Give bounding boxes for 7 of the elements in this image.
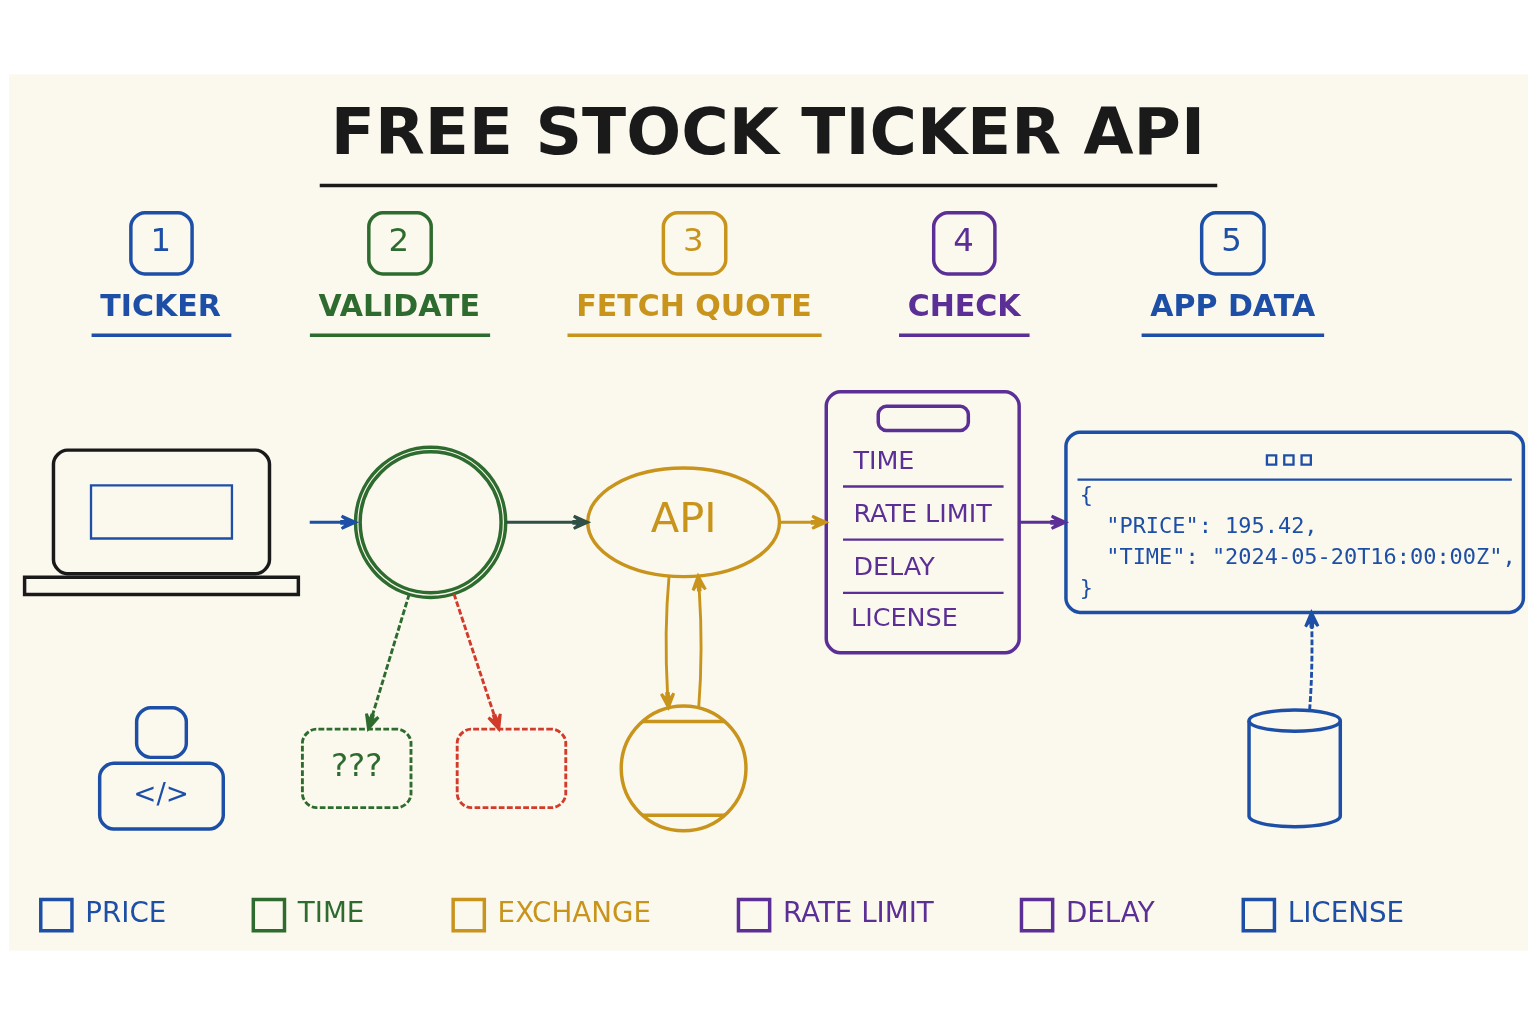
label: LICENSE: [1287, 895, 1404, 929]
label: PRICE: [84, 895, 166, 929]
label: DELAY: [1065, 895, 1155, 929]
label: TIME: [297, 895, 364, 929]
label: RATE LIMIT: [782, 895, 934, 929]
label: EXCHANGE: [497, 895, 651, 929]
diagram-title: FREE STOCK TICKER API: [330, 93, 1205, 169]
